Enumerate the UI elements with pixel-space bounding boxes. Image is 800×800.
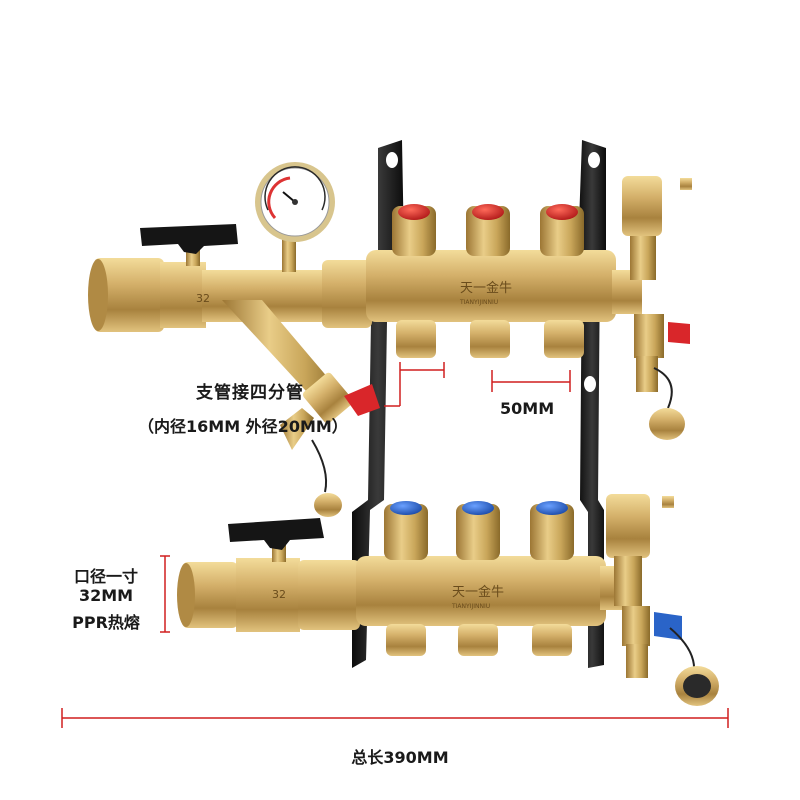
upper-outlet-3	[544, 320, 584, 358]
branch-pipe-label: 支管接四分管	[196, 383, 304, 403]
upper-air-vent	[622, 176, 662, 236]
upper-red-cap-2	[466, 204, 510, 256]
lower-inlet-union	[182, 562, 238, 628]
lower-outlet-2	[458, 624, 498, 656]
upper-outlet-2	[470, 320, 510, 358]
upper-brand-mark: 天一金牛	[460, 280, 512, 296]
strainer-red-drain-icon	[344, 384, 380, 416]
lower-blue-cap-1	[384, 501, 428, 560]
upper-brand-pinyin: TIANYIJINNIU	[459, 299, 498, 306]
upper-valve-handle-icon	[140, 224, 238, 254]
upper-drain-red-handle-icon	[668, 322, 690, 344]
branch-pipe-size-label: （内径16MM 外径20MM）	[138, 417, 348, 436]
lower-size-mark: 32	[272, 588, 286, 601]
lower-outlet-3	[532, 624, 572, 656]
dimension-lines	[61, 362, 729, 728]
upper-red-cap-3	[540, 204, 584, 256]
strainer-drain-cap	[314, 493, 342, 517]
lower-blue-cap-2	[456, 501, 500, 560]
lower-air-vent	[606, 494, 650, 558]
inlet-diameter-label: 32MM	[78, 586, 134, 605]
lower-manifold-body	[356, 556, 606, 626]
lower-brand-mark: 天一金牛	[452, 584, 504, 600]
upper-manifold: 32 天一金牛 TIANYIJINNIU	[88, 162, 692, 517]
lower-outlet-1	[386, 624, 426, 656]
upper-size-mark: 32	[196, 292, 210, 305]
outlet-spacing-label: 50MM	[500, 399, 555, 418]
lower-blue-cap-3	[530, 501, 574, 560]
total-length-label: 总长390MM	[351, 748, 449, 767]
inlet-size-label: 口径一寸	[73, 567, 138, 586]
lower-manifold: 32 天一金牛 TIANYIJINNIU	[177, 494, 719, 706]
y-strainer	[222, 300, 340, 404]
lower-valve-handle-icon	[228, 518, 324, 550]
upper-red-cap-1	[392, 204, 436, 256]
lower-brand-pinyin: TIANYIJINNIU	[451, 603, 490, 610]
upper-drain-cap	[649, 408, 685, 440]
upper-manifold-body	[366, 250, 616, 322]
upper-inlet-union	[94, 258, 164, 332]
upper-outlet-1	[396, 320, 436, 358]
inlet-connection-label: PPR热熔	[72, 613, 140, 632]
